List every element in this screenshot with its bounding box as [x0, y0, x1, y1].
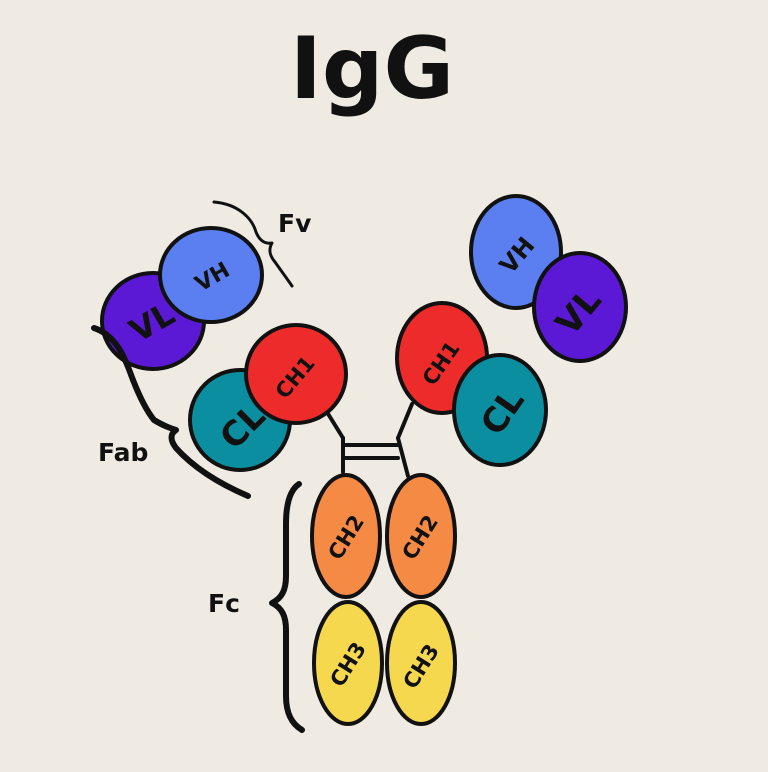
fv-bracket	[212, 200, 294, 288]
region-brackets	[91, 200, 305, 733]
hinge-connectors	[320, 270, 556, 478]
ch2-domain-left	[310, 473, 382, 599]
vl-domain-right	[532, 251, 628, 363]
label-fc: Fc	[208, 589, 240, 618]
label-fab: Fab	[98, 438, 148, 467]
ch1-domain-left	[244, 323, 348, 425]
right-hinge-line	[396, 402, 414, 440]
ch3-domain-right	[385, 600, 457, 726]
label-fv: Fv	[278, 209, 311, 238]
diagram-title: IgG	[290, 19, 454, 119]
fc-stem	[310, 473, 457, 726]
vh-domain-left	[158, 226, 264, 324]
right-fab-arm	[395, 194, 628, 467]
left-fab-arm	[100, 226, 348, 472]
region-labels: Fv Fab Fc	[98, 209, 311, 618]
fc-bracket	[269, 481, 305, 733]
fab-bracket	[91, 325, 251, 499]
cl-domain-right	[452, 353, 548, 467]
ch2-domain-right	[385, 473, 457, 599]
ch3-domain-left	[312, 600, 384, 726]
